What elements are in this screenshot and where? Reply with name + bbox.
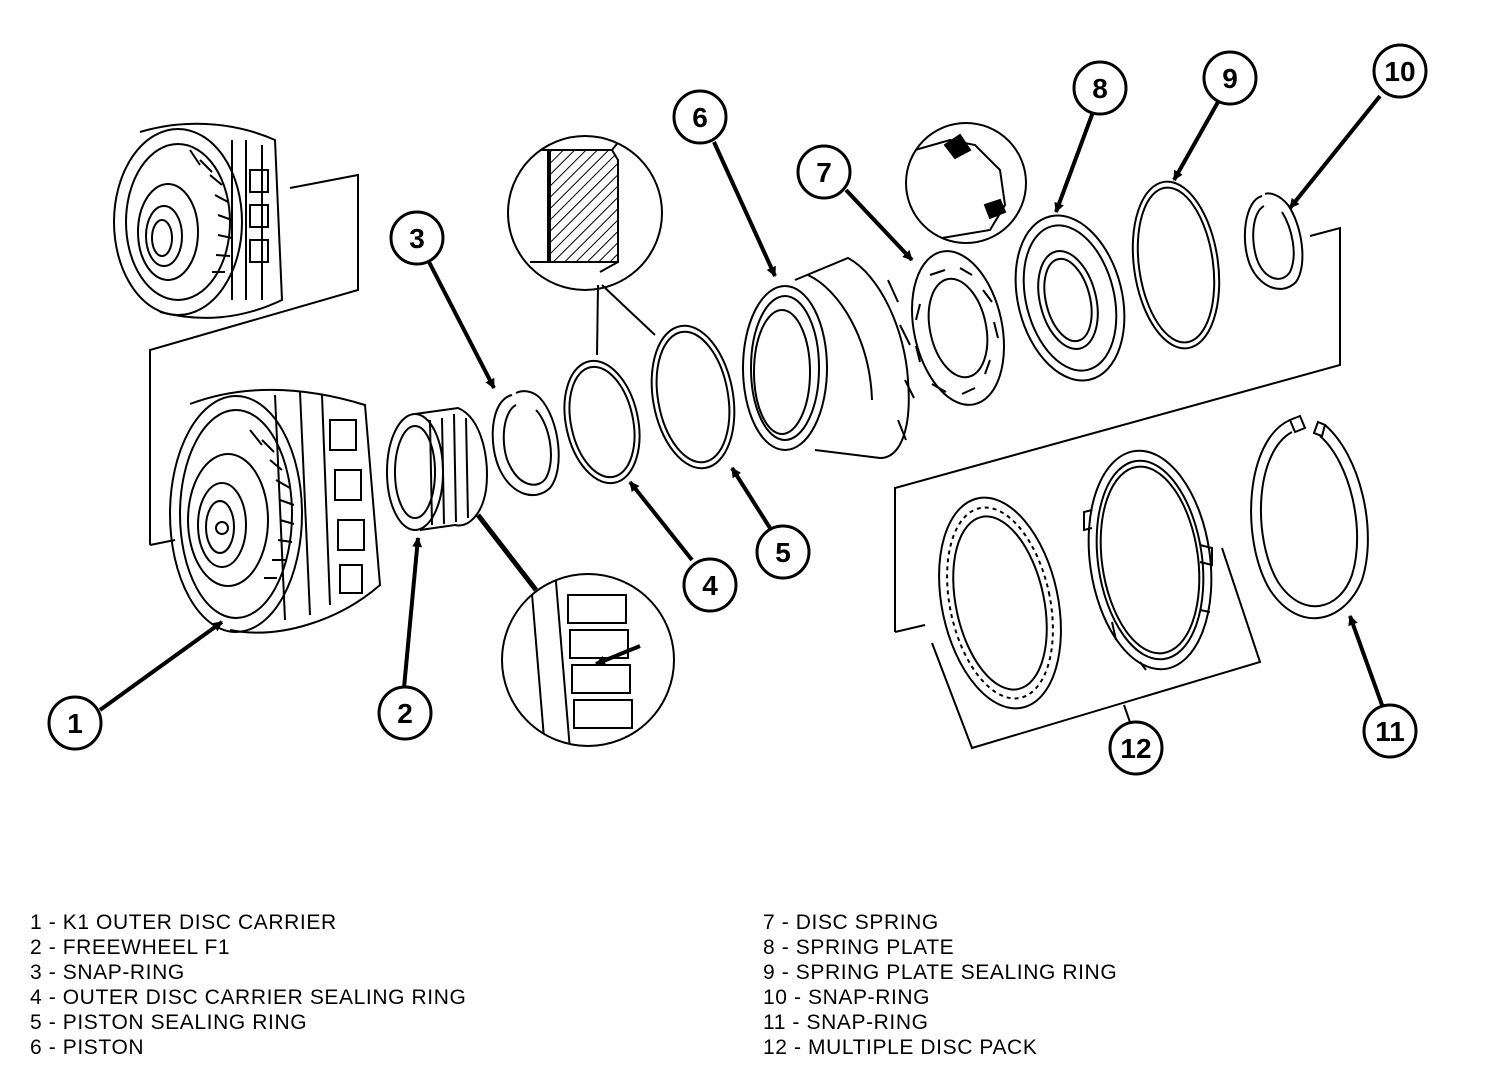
legend-left-column: 1 - K1 OUTER DISC CARRIER 2 - FREEWHEEL … [30,910,466,1060]
callout-12: 12 [1108,720,1164,776]
callout-10: 10 [1372,43,1428,99]
outer-disc-carrier-sealing-ring [563,359,641,485]
legend-right-column: 7 - DISC SPRING 8 - SPRING PLATE 9 - SPR… [763,910,1117,1060]
piston [742,256,915,460]
disc-spring [911,250,1005,406]
callout-11: 11 [1362,703,1418,759]
callout-markers: 1 2 3 4 5 6 7 8 [47,43,1428,776]
svg-text:3: 3 [409,223,425,254]
piston-sealing-ring [650,324,736,470]
disc-spring-detail [905,122,1027,244]
svg-text:11: 11 [1375,716,1405,747]
svg-text:10: 10 [1384,56,1415,87]
callout-6: 6 [672,89,728,145]
callout-3: 3 [389,210,445,266]
callout-4: 4 [682,557,738,613]
snap-ring-3 [491,390,560,497]
legend-item-10: 10 - SNAP-RING [763,986,931,1009]
svg-text:8: 8 [1092,73,1108,104]
callout-1: 1 [47,695,103,751]
legend-item-2: 2 - FREEWHEEL F1 [30,936,231,959]
sealing-ring-section-detail [507,135,663,356]
spring-plate [1014,214,1126,382]
legend-item-12: 12 - MULTIPLE DISC PACK [763,1036,1038,1059]
svg-text:9: 9 [1222,63,1238,94]
legend-item-4: 4 - OUTER DISC CARRIER SEALING RING [30,986,467,1009]
legend-item-8: 8 - SPRING PLATE [763,936,955,959]
outer-disc-carrier-top-view [113,122,284,319]
callout-8: 8 [1072,60,1128,116]
legend-item-9: 9 - SPRING PLATE SEALING RING [763,961,1118,984]
legend-item-6: 6 - PISTON [30,1036,145,1059]
svg-text:5: 5 [775,537,791,568]
legend-item-11: 11 - SNAP-RING [763,1011,929,1034]
svg-text:4: 4 [702,570,718,601]
svg-text:7: 7 [816,157,832,188]
multiple-disc-pack [938,449,1213,710]
svg-text:6: 6 [692,102,708,133]
callout-9: 9 [1202,50,1258,106]
svg-text:12: 12 [1120,733,1151,764]
exploded-assembly-diagram: 1 2 3 4 5 6 7 8 [47,43,1428,776]
callout-5: 5 [755,524,811,580]
legend-item-3: 3 - SNAP-RING [30,961,185,984]
outer-disc-carrier-k1 [169,388,382,634]
svg-text:2: 2 [397,698,413,729]
callout-2: 2 [377,685,433,741]
legend-item-5: 5 - PISTON SEALING RING [30,1011,308,1034]
callout-7: 7 [796,144,852,200]
freewheel-f1 [386,406,488,531]
freewheel-bearing-detail [476,513,675,747]
svg-text:1: 1 [67,708,83,739]
legend-item-1: 1 - K1 OUTER DISC CARRIER [30,911,337,934]
snap-ring-11 [1250,414,1369,620]
legend-item-7: 7 - DISC SPRING [763,911,939,934]
assembly-bracket-right [894,226,1341,633]
snap-ring-10 [1243,192,1304,290]
spring-plate-sealing-ring [1131,180,1221,350]
callout-arrows [98,94,1384,712]
